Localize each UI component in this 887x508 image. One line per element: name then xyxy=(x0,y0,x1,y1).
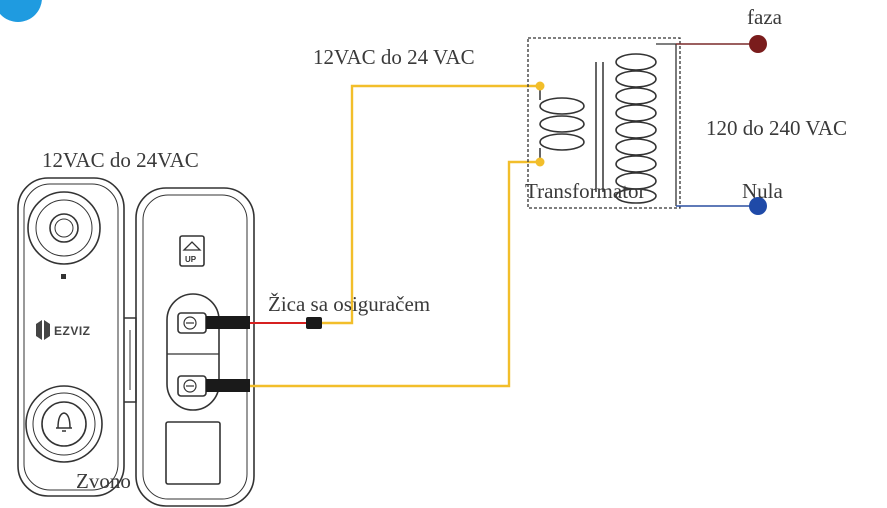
fuse-icon xyxy=(306,317,322,329)
phase-terminal xyxy=(749,35,767,53)
doorbell-front xyxy=(17,177,137,497)
doorbell-back-body xyxy=(135,187,255,507)
secondary-terminal-upper xyxy=(535,81,545,91)
screw-terminal-lower xyxy=(177,375,207,397)
transformer-box xyxy=(527,37,681,209)
label-secondary-voltage: 12VAC do 24 VAC xyxy=(313,45,475,69)
doorbell-front-body xyxy=(17,177,125,497)
doorbell-button-icon xyxy=(25,385,103,463)
up-marker-text: UP xyxy=(185,255,197,264)
terminal-block xyxy=(166,293,220,411)
label-neutral: Nula xyxy=(742,179,784,203)
doorbell-back-inner xyxy=(142,194,248,500)
doorbell-back xyxy=(135,187,255,507)
black-lead-upper xyxy=(206,316,250,329)
label-phase: faza xyxy=(747,5,783,29)
wire-fused-yellow xyxy=(322,84,538,325)
label-transformer: Transformator xyxy=(525,179,646,203)
secondary-terminal-lower xyxy=(535,157,545,167)
bottom-slot xyxy=(165,421,221,485)
mains-coil-icon xyxy=(615,53,657,204)
label-doorbell-voltage: 12VAC do 24VAC xyxy=(42,148,199,172)
label-fused-wire: Žica sa osiguračem xyxy=(268,292,430,316)
transformer-core xyxy=(595,62,604,192)
wire-lower-yellow xyxy=(250,160,540,388)
secondary-coil-icon xyxy=(539,97,585,151)
neutral-terminal xyxy=(749,197,767,215)
doorbell-front-inner xyxy=(23,183,119,491)
black-lead-lower xyxy=(206,379,250,392)
label-doorbell: Zvono xyxy=(76,469,131,493)
up-marker xyxy=(179,235,205,267)
corner-badge xyxy=(0,0,42,22)
camera-lens-icon xyxy=(27,191,101,265)
screw-terminal-upper xyxy=(177,312,207,334)
brand-text: EZVIZ xyxy=(54,324,91,338)
sensor-dot xyxy=(61,274,66,279)
label-mains-voltage: 120 do 240 VAC xyxy=(706,116,847,140)
ezviz-logo: EZVIZ xyxy=(36,320,91,340)
